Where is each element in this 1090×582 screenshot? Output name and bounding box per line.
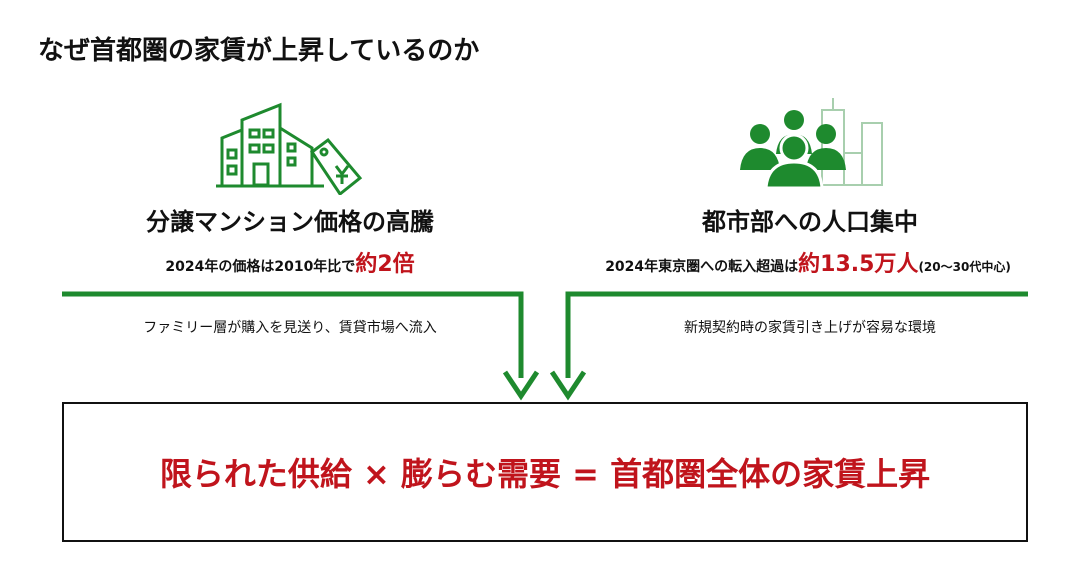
left-sub-highlight: 約2倍 [355, 252, 415, 277]
left-flow-line [62, 291, 524, 378]
right-sub-highlight: 約13.5万人 [798, 252, 919, 277]
right-subtext: 2024年東京圏への転入超過は約13.5万人(20〜30代中心) [528, 246, 1088, 278]
right-heading: 都市部への人口集中 [702, 208, 918, 236]
right-flow-line [565, 291, 1028, 378]
right-sub-prefix: 2024年東京圏への転入超過は [605, 259, 799, 275]
conclusion-box: 限られた供給 × 膨らむ需要 = 首都圏全体の家賃上昇 [62, 402, 1028, 542]
left-arrow-head [502, 370, 540, 401]
left-heading: 分譲マンション価格の高騰 [146, 208, 434, 236]
right-arrow-head [549, 370, 587, 401]
left-sub-prefix: 2024年の価格は2010年比で [165, 259, 356, 275]
right-sub-suffix: (20〜30代中心) [918, 260, 1011, 274]
conclusion-text: 限られた供給 × 膨らむ需要 = 首都圏全体の家賃上昇 [159, 455, 931, 493]
building-price-tag-icon [216, 102, 363, 195]
page-title: なぜ首都圏の家賃が上昇しているのか [38, 36, 480, 66]
right-note: 新規契約時の家賃引き上げが容易な環境 [684, 320, 936, 336]
people-city-icon [740, 98, 883, 190]
left-subtext: 2024年の価格は2010年比で約2倍 [10, 246, 570, 278]
left-note: ファミリー層が購入を見送り、賃貸市場へ流入 [143, 320, 437, 336]
